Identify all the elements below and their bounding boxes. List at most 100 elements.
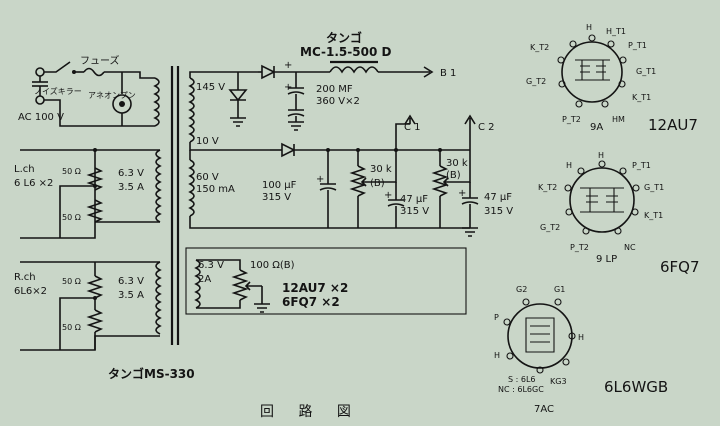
pin-label: P_T1 [628, 41, 647, 50]
primary-winding [153, 77, 160, 127]
vr2-label: 30 k [446, 158, 468, 169]
transformer-name: タンゴMS-330 [108, 366, 195, 381]
svg-text:+: + [284, 82, 292, 93]
pin-label: G2 [516, 285, 527, 294]
rectifier-diode-2 [261, 64, 276, 80]
pin-label: K_T1 [644, 211, 663, 220]
svg-text:+: + [316, 174, 324, 185]
c2-arrow [464, 114, 476, 125]
tube-name-6l6wgb: 6L6WGB [604, 378, 668, 396]
fuse-label: フューズ [80, 54, 120, 67]
ac-plug-terminal-top [35, 67, 45, 77]
pin-label: K_T1 [632, 93, 651, 102]
capacitor-47uf-2 [461, 197, 479, 205]
ground-symbol-3 [462, 227, 478, 237]
figure-caption: 回 路 図 [260, 404, 361, 420]
pin-label: P_T2 [562, 115, 581, 124]
pin-label: G_T1 [636, 67, 656, 76]
rch-resistor-1 [86, 275, 104, 299]
rch-r2-label: 50 Ω [62, 323, 81, 332]
pin-label: H [586, 23, 592, 32]
rch-label: R.ch [14, 272, 36, 283]
potentiometer-100ohm [231, 269, 249, 301]
ground-symbol-4 [254, 303, 270, 313]
main-cap-voltage-label: 360 V×2 [316, 96, 360, 107]
noise-killer-label: ノイズキラー [34, 86, 82, 96]
bias-supply-section: + + + [188, 114, 479, 237]
c1-voltage-label: 315 V [262, 192, 291, 203]
rch-35-label: 3.5 A [118, 290, 144, 301]
pin-label: NC [624, 243, 636, 252]
c2-value-label: 47 μF [400, 194, 428, 205]
tube-name-12au7: 12AU7 [648, 116, 698, 134]
ac-plug-terminal-bottom [35, 95, 45, 105]
pin-label: HM [612, 115, 625, 124]
fuse [83, 67, 105, 77]
vr3-label: 100 Ω(B) [250, 260, 295, 271]
lch-63-label: 6.3 V [118, 168, 144, 179]
choke-coil [329, 66, 379, 74]
lch-label: L.ch [14, 164, 35, 175]
vr1-label: 30 k [370, 164, 392, 175]
tube-base-7ac: 7AC [534, 404, 554, 415]
pin-label: G_T1 [644, 183, 664, 192]
tube-heater-box [185, 247, 467, 315]
tube-heater-winding [194, 259, 201, 309]
pin-label: P_T1 [632, 161, 651, 170]
rch-r1-label: 50 Ω [62, 277, 81, 286]
bias-secondary-winding [188, 159, 195, 217]
rch-63-label: 6.3 V [118, 276, 144, 287]
ground-symbol-2 [288, 121, 304, 131]
power-switch [44, 61, 71, 73]
b1-label: B 1 [440, 68, 456, 79]
pin-label: G_T2 [526, 77, 546, 86]
rectifier-diode-1 [228, 89, 248, 102]
tube-6l6wgb-pinout [503, 298, 576, 374]
vr1-type-label: (B) [370, 178, 385, 189]
rectifier-diode-3 [281, 142, 296, 158]
sec-60-current-label: 150 mA [196, 184, 235, 195]
sec-60-label: 60 V [196, 172, 219, 183]
choke-brand: タンゴ [326, 30, 362, 45]
potentiometer-30k-1 [349, 165, 367, 197]
svg-text:+: + [384, 190, 392, 201]
sec-63-label: 6.3 V [198, 260, 224, 271]
pin-label: KG3 [550, 377, 567, 386]
rch-heater-section [20, 261, 162, 351]
pin-label: G_T2 [540, 223, 560, 232]
pin-label: H [494, 351, 500, 360]
pin-label: H [566, 161, 572, 170]
filter-capacitor-b [287, 109, 305, 117]
filter-capacitor-a [287, 87, 305, 95]
ac-input-label: AC 100 V [18, 112, 64, 123]
main-cap-label: 200 MF [316, 84, 353, 95]
capacitor-47uf-1 [387, 199, 405, 207]
lch-resistor-2 [86, 199, 104, 223]
rch-resistor-2 [86, 309, 104, 333]
neon-lamp-label: アネオンプン [88, 91, 136, 100]
sec-63-current-label: 2A [198, 274, 211, 285]
b1-arrow [423, 66, 434, 78]
sec-145-label: 145 V [196, 82, 225, 93]
tube-base-9lp: 9 LP [596, 254, 617, 265]
rch-heater-winding [155, 261, 162, 335]
heater-load-line1: 12AU7 ×2 [282, 281, 348, 295]
hv-secondary-winding [188, 77, 195, 143]
hv-secondary-section: + + [188, 60, 434, 151]
c1-output-label: C 1 [404, 122, 421, 133]
ac-input-section [32, 61, 160, 127]
c2-output-label: C 2 [478, 122, 495, 133]
svg-text:+: + [458, 188, 466, 199]
lch-r1-label: 50 Ω [62, 167, 81, 176]
rch-tube-label: 6L6×2 [14, 286, 47, 297]
potentiometer-30k-2 [431, 165, 449, 197]
lch-r2-label: 50 Ω [62, 213, 81, 222]
sec-10-label: 10 V [196, 136, 219, 147]
c3-voltage-label: 315 V [484, 206, 513, 217]
pin-label: H [578, 333, 584, 342]
heater-load-line2: 6FQ7 ×2 [282, 295, 340, 309]
pin-label: P [494, 313, 499, 322]
c1-value-label: 100 μF [262, 180, 297, 191]
lch-heater-section [20, 148, 162, 239]
